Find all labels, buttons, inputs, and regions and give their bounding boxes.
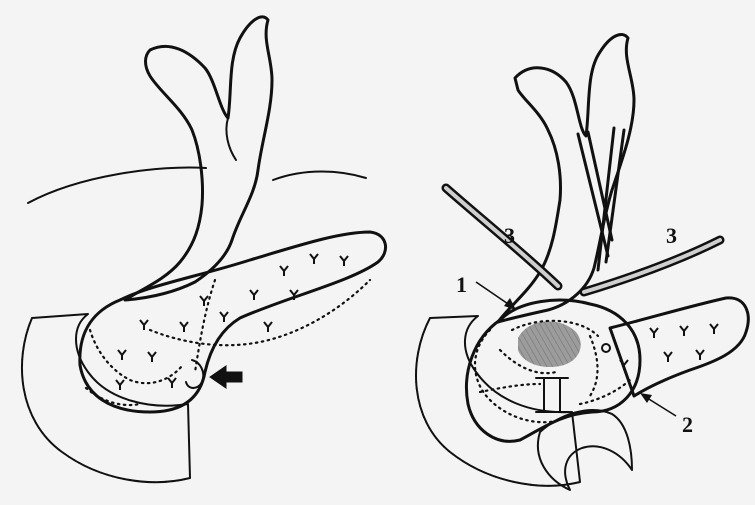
left-dotted-duct-3 — [90, 330, 182, 383]
left-background-arc-right — [273, 172, 366, 181]
label-1: 1 — [456, 272, 467, 297]
acinus-mark — [168, 378, 176, 388]
acinus-mark — [118, 350, 126, 360]
acinus-mark — [340, 256, 348, 266]
right-acini-marks — [620, 324, 718, 370]
acinus-mark — [280, 266, 288, 276]
acinus-mark — [180, 322, 188, 332]
acinus-mark — [310, 254, 318, 264]
acinus-mark — [710, 324, 718, 334]
left-gallbladder — [125, 17, 272, 300]
right-panel: 1 2 3 3 — [416, 34, 748, 490]
right-pancreas-tail — [610, 298, 748, 396]
label-3-left: 3 — [504, 223, 515, 248]
acinus-mark — [664, 352, 672, 362]
right-dotted-line-3 — [590, 336, 598, 396]
acinus-mark — [680, 326, 688, 336]
acinus-mark — [220, 312, 228, 322]
right-dotted-line-4 — [480, 384, 540, 392]
acinus-mark — [250, 290, 258, 300]
left-pancreas — [80, 232, 386, 412]
right-tail-circle — [602, 344, 610, 352]
acinus-mark — [116, 380, 124, 390]
left-duodenum — [22, 314, 190, 482]
acinus-mark — [620, 360, 628, 370]
label-2: 2 — [682, 412, 693, 437]
left-ampulla-loop — [186, 360, 203, 388]
left-dotted-duct-4 — [86, 388, 140, 405]
acinus-mark — [264, 322, 272, 332]
right-anastomosis-box — [544, 378, 560, 412]
left-gallbladder-fold — [226, 118, 236, 160]
acinus-mark — [140, 320, 148, 330]
left-dotted-duct-1 — [195, 280, 215, 372]
acinus-mark — [148, 352, 156, 362]
left-bold-arrow — [210, 366, 242, 388]
right-arrow-2 — [640, 393, 676, 416]
acinus-mark — [650, 328, 658, 338]
left-dotted-duct-2 — [150, 280, 370, 345]
right-arrow-1 — [476, 282, 516, 310]
left-background-arc — [28, 167, 206, 203]
left-panel — [22, 17, 386, 482]
acinus-mark — [696, 350, 704, 360]
right-dark-patch — [518, 321, 581, 367]
label-3-right: 3 — [666, 223, 677, 248]
